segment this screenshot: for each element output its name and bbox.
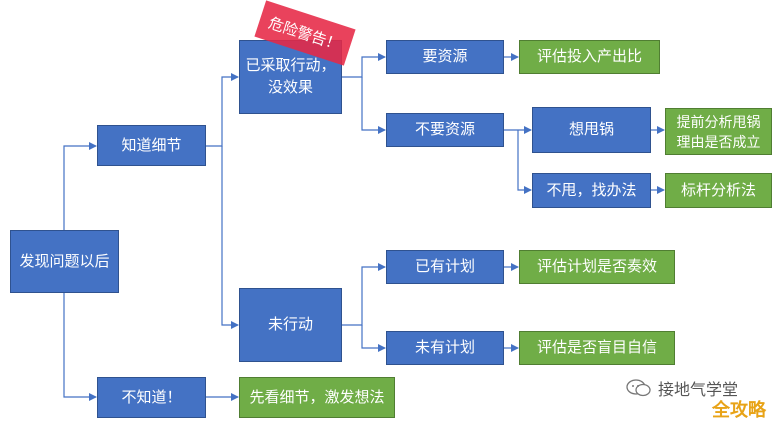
node-acted-line1: 已采取行动， bbox=[245, 57, 336, 74]
edge-acted-need bbox=[342, 53, 386, 78]
node-no-resource: 不要资源 bbox=[386, 113, 504, 147]
node-eval-input-output: 评估投入产出比 bbox=[519, 40, 660, 74]
node-root-label: 发现问题以后 bbox=[19, 252, 110, 270]
node-want-blame: 想甩锅 bbox=[532, 107, 651, 153]
node-benchmark: 标杆分析法 bbox=[665, 173, 772, 208]
node-eval-input-output-label: 评估投入产出比 bbox=[536, 48, 642, 65]
wechat-icon bbox=[626, 378, 652, 398]
node-not-acted: 未行动 bbox=[239, 288, 342, 362]
node-not-acted-label: 未行动 bbox=[267, 316, 313, 333]
edge-know-acted bbox=[206, 73, 239, 147]
watermark-site: 全攻略 bbox=[712, 400, 766, 420]
edge-notacted-hasplan bbox=[342, 263, 386, 326]
node-view-detail: 先看细节，激发想法 bbox=[239, 377, 395, 418]
node-eval-blind: 评估是否盲目自信 bbox=[519, 331, 675, 365]
node-not-know: 不知道！ bbox=[97, 377, 206, 418]
edge-root-know bbox=[63, 142, 97, 230]
node-no-resource-label: 不要资源 bbox=[414, 121, 475, 138]
node-know-detail: 知道细节 bbox=[97, 125, 206, 166]
watermark-site-box: 全攻略 bbox=[712, 396, 766, 422]
node-know-detail-label: 知道细节 bbox=[121, 136, 182, 154]
edge-acted-noneed bbox=[361, 77, 386, 134]
watermark: 接地气学堂 bbox=[626, 376, 738, 400]
edge-know-notacted bbox=[221, 146, 239, 329]
node-analyze-blame: 提前分析甩锅 理由是否成立 bbox=[665, 108, 772, 155]
node-want-blame-label: 想甩锅 bbox=[568, 121, 614, 138]
node-view-detail-label: 先看细节，激发想法 bbox=[249, 388, 385, 406]
node-has-plan-label: 已有计划 bbox=[414, 258, 475, 275]
node-benchmark-label: 标杆分析法 bbox=[680, 181, 756, 199]
node-root: 发现问题以后 bbox=[10, 230, 119, 293]
edge-root-notknow bbox=[63, 293, 97, 401]
node-eval-blind-label: 评估是否盲目自信 bbox=[536, 339, 657, 356]
node-eval-plan-label: 评估计划是否奏效 bbox=[536, 258, 657, 275]
node-no-plan-label: 未有计划 bbox=[414, 339, 475, 356]
node-analyze-line2: 理由是否成立 bbox=[676, 133, 761, 150]
watermark-account: 接地气学堂 bbox=[658, 382, 739, 399]
node-has-plan: 已有计划 bbox=[386, 250, 504, 284]
node-acted-line2: 没效果 bbox=[267, 79, 313, 96]
node-not-know-label: 不知道！ bbox=[121, 388, 182, 406]
edge-noneed-noblame bbox=[517, 130, 532, 194]
node-no-blame: 不甩，找办法 bbox=[532, 173, 651, 208]
node-no-plan: 未有计划 bbox=[386, 331, 504, 365]
node-eval-plan: 评估计划是否奏效 bbox=[519, 250, 675, 284]
node-need-resource-label: 要资源 bbox=[422, 48, 468, 65]
node-no-blame-label: 不甩，找办法 bbox=[546, 181, 637, 199]
node-analyze-line1: 提前分析甩锅 bbox=[676, 113, 761, 130]
edge-notacted-noplan bbox=[361, 325, 386, 352]
node-need-resource: 要资源 bbox=[386, 40, 504, 74]
